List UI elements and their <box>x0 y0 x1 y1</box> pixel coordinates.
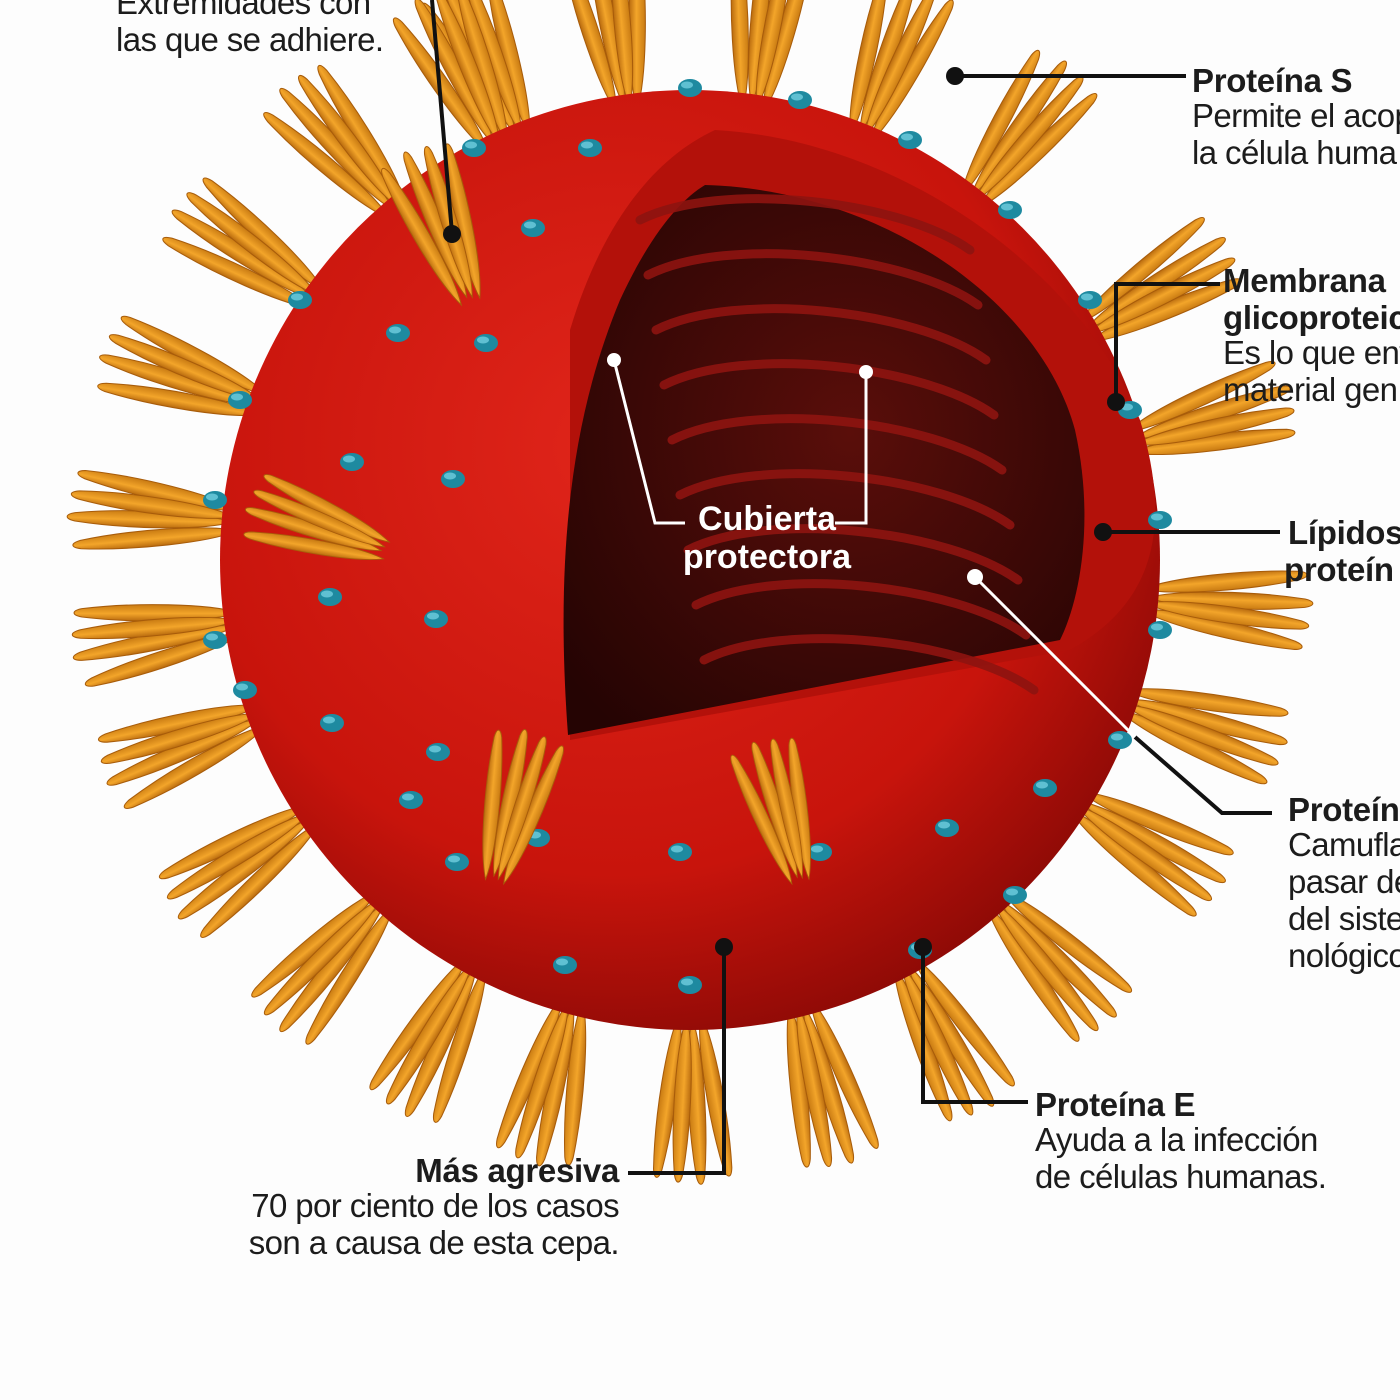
surface-protein-icon <box>233 681 257 699</box>
surface-protein-icon <box>474 334 498 352</box>
proteina-m-desc-line-3: del siste <box>1288 900 1400 937</box>
surface-protein-icon <box>399 791 423 809</box>
rna-coil <box>683 524 1023 585</box>
surface-protein-icon <box>1108 731 1132 749</box>
proteina-m-title: Proteín <box>1288 791 1400 828</box>
membrana-desc-line-1: Es lo que env <box>1223 334 1400 371</box>
membrana-desc-line-2: material gen <box>1223 371 1398 408</box>
surface-protein-icon <box>1148 511 1172 529</box>
surface-protein-icon <box>203 631 227 649</box>
surface-protein-icon <box>318 588 342 606</box>
spikes-label: Extremidades con las que se adhiere. <box>116 0 384 58</box>
proteina-m-label: Proteín Camufla pasar de del siste nológ… <box>1288 793 1400 974</box>
rna-coil <box>699 634 1039 695</box>
surface-protein-icon <box>1078 291 1102 309</box>
proteina-s-label: Proteína S Permite el acop la célula hum… <box>1192 64 1400 171</box>
surface-protein-icon <box>935 819 959 837</box>
rna-coil <box>691 579 1031 640</box>
lipidos-title-line-1: Lípidos <box>1288 514 1400 551</box>
surface-protein-icon <box>228 391 252 409</box>
surface-protein-icon <box>320 714 344 732</box>
inner-leader-lines <box>612 359 1137 739</box>
surface-protein-icon <box>203 491 227 509</box>
cubierta-title-line-1: Cubierta <box>698 500 836 538</box>
surface-protein-icon <box>441 470 465 488</box>
spikes-desc-line-2: las que se adhiere. <box>116 21 384 58</box>
mas-agresiva-desc-line-2: son a causa de esta cepa. <box>248 1224 620 1261</box>
surface-protein-icon <box>1003 886 1027 904</box>
proteina-e-desc-line-1: Ayuda a la infección <box>1035 1121 1318 1158</box>
mas-agresiva-title: Más agresiva <box>415 1152 619 1189</box>
lipidos-title-line-2: proteín <box>1284 551 1394 588</box>
spike-protein-icon <box>64 464 244 567</box>
cubierta-title-line-2: protectora <box>682 538 852 576</box>
virus-interior <box>563 130 1156 740</box>
surface-protein-icon <box>462 139 486 157</box>
surface-protein-icon <box>386 324 410 342</box>
inner-leader-dots <box>607 353 983 585</box>
proteina-s-desc-line-2: la célula huma <box>1192 134 1397 171</box>
surface-protein-icon <box>678 976 702 994</box>
proteina-s-title: Proteína S <box>1192 62 1353 99</box>
spikes-desc-line-1: Extremidades con <box>116 0 371 21</box>
surface-protein-icon <box>788 91 812 109</box>
leader-lines <box>430 0 1280 1175</box>
surface-protein-icon <box>340 453 364 471</box>
surface-protein-icon <box>521 219 545 237</box>
proteina-m-desc-line-4: nológico <box>1288 937 1400 974</box>
membrana-title-line-2: glicoproteic <box>1223 299 1400 336</box>
surface-protein-icon <box>1148 621 1172 639</box>
rna-coil <box>651 304 991 365</box>
mas-agresiva-desc-line-1: 70 por ciento de los casos <box>251 1187 619 1224</box>
proteina-m-desc-line-2: pasar de <box>1288 863 1400 900</box>
mas-agresiva-label: Más agresiva 70 por ciento de los casos … <box>248 1152 620 1261</box>
surface-protein-icon <box>1033 779 1057 797</box>
lipidos-label: Lípidos proteín <box>1284 514 1400 586</box>
proteina-e-title: Proteína E <box>1035 1086 1196 1123</box>
rna-coil <box>643 249 983 310</box>
surface-protein-icon <box>808 843 832 861</box>
proteina-m-desc-line-1: Camufla <box>1288 826 1400 863</box>
surface-protein-icon <box>445 853 469 871</box>
rna-coil <box>675 469 1015 530</box>
surface-protein-icon <box>678 79 702 97</box>
surface-protein-icon <box>426 743 450 761</box>
rna-coil <box>667 414 1007 475</box>
surface-protein-icon <box>288 291 312 309</box>
surface-protein-icon <box>424 610 448 628</box>
surface-protein-icon <box>553 956 577 974</box>
membrana-title-line-1: Membrana <box>1223 262 1386 299</box>
surface-protein-icon <box>998 201 1022 219</box>
membrana-label: Membrana glicoproteic Es lo que env mate… <box>1223 264 1400 408</box>
surface-protein-icon <box>668 843 692 861</box>
proteina-e-label: Proteína E Ayuda a la infección de célul… <box>1035 1086 1327 1195</box>
surface-protein-icon <box>898 131 922 149</box>
rna-coil <box>635 194 975 255</box>
proteina-s-desc-line-1: Permite el acop <box>1192 97 1400 134</box>
leader-dots <box>443 67 1125 956</box>
surface-protein-icon <box>578 139 602 157</box>
rna-coil <box>659 359 999 420</box>
proteina-e-desc-line-2: de células humanas. <box>1035 1158 1327 1195</box>
cubierta-label: Cubierta protectora <box>672 500 862 576</box>
